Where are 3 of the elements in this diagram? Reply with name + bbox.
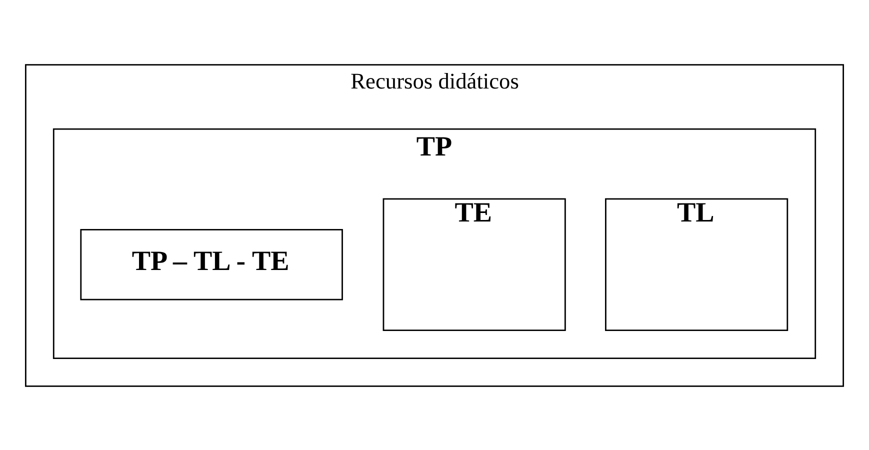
node-box: TE: [382, 198, 566, 331]
node-box: TP – TL - TE: [80, 228, 343, 300]
node-box: TL: [605, 198, 788, 331]
